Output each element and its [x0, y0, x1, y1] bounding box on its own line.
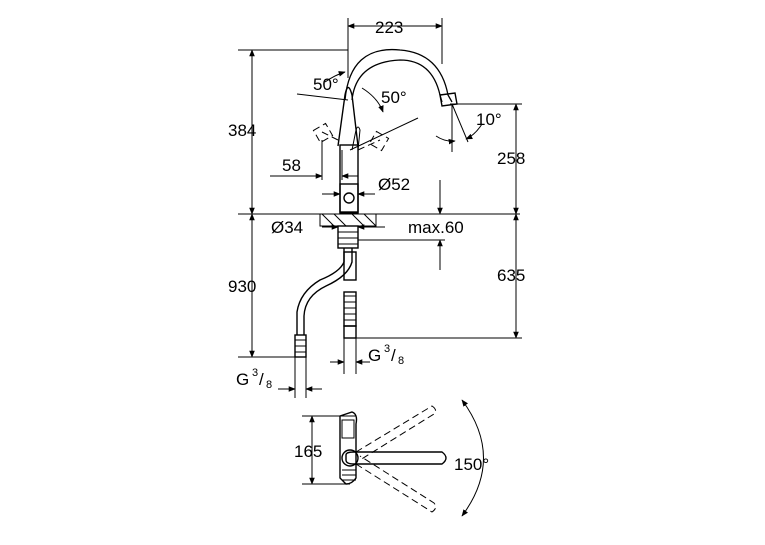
spout-tilt-label: 10°: [476, 110, 502, 129]
hose-length-label: 930: [228, 277, 256, 296]
mounting-assembly: [319, 213, 377, 249]
top-view: [339, 405, 447, 513]
connection-label-left: G 3 / 8: [236, 367, 272, 391]
spout: [344, 48, 453, 103]
svg-text:8: 8: [398, 355, 404, 367]
svg-text:3: 3: [384, 343, 390, 355]
below-counter-label: 635: [497, 266, 525, 285]
lever-angle-right-label: 50°: [381, 88, 407, 107]
svg-text:8: 8: [266, 379, 272, 391]
supply-hoses: [294, 248, 357, 358]
svg-text:G: G: [236, 370, 249, 389]
svg-text:/: /: [259, 370, 264, 389]
svg-text:/: /: [391, 346, 396, 365]
faucet-body: [337, 86, 361, 214]
connection-label-right: G 3 / 8: [368, 343, 404, 367]
spout-height-label: 258: [497, 149, 525, 168]
swivel-angle-label: 150°: [454, 455, 489, 474]
lever-width-label: 58: [282, 156, 301, 175]
svg-text:3: 3: [252, 367, 258, 379]
spout-reach-label: 223: [375, 18, 403, 37]
svg-text:G: G: [368, 346, 381, 365]
side-depth-label: 165: [294, 442, 322, 461]
body-diameter-label: Ø52: [378, 175, 410, 194]
lever-angle-left-label: 50°: [313, 75, 339, 94]
hole-diameter-label: Ø34: [271, 218, 303, 237]
total-height-label: 384: [228, 121, 256, 140]
max-thickness-label: max.60: [408, 218, 464, 237]
